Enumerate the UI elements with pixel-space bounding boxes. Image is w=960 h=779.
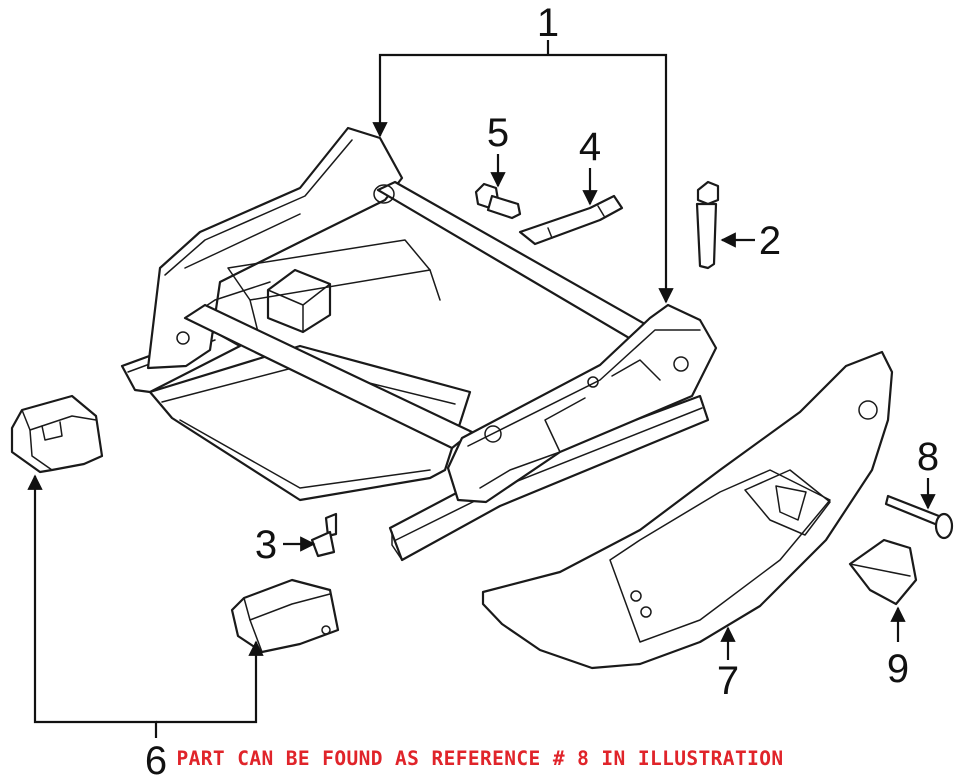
clip: [310, 512, 338, 558]
callout-1: 1: [537, 1, 559, 45]
seat-frame: [120, 126, 718, 562]
callout-8: 8: [917, 435, 939, 479]
bolt-small: [474, 182, 522, 220]
cap: [848, 538, 918, 606]
bracket: [518, 194, 624, 246]
pin: [884, 494, 954, 540]
callout-9: 9: [887, 647, 909, 691]
callout-5: 5: [487, 111, 509, 155]
callout-4: 4: [579, 125, 601, 169]
side-trim-cover: [481, 350, 894, 670]
rear-cover-upper: [10, 394, 104, 474]
bolt-long: [695, 180, 720, 270]
callout-3: 3: [255, 523, 277, 567]
reference-note: PART CAN BE FOUND AS REFERENCE # 8 IN IL…: [176, 747, 784, 770]
rear-cover-lower: [230, 578, 340, 654]
leader-lines: [27, 40, 936, 738]
callout-2: 2: [759, 219, 781, 263]
callout-7: 7: [717, 659, 739, 703]
callout-6: 6: [145, 739, 167, 779]
